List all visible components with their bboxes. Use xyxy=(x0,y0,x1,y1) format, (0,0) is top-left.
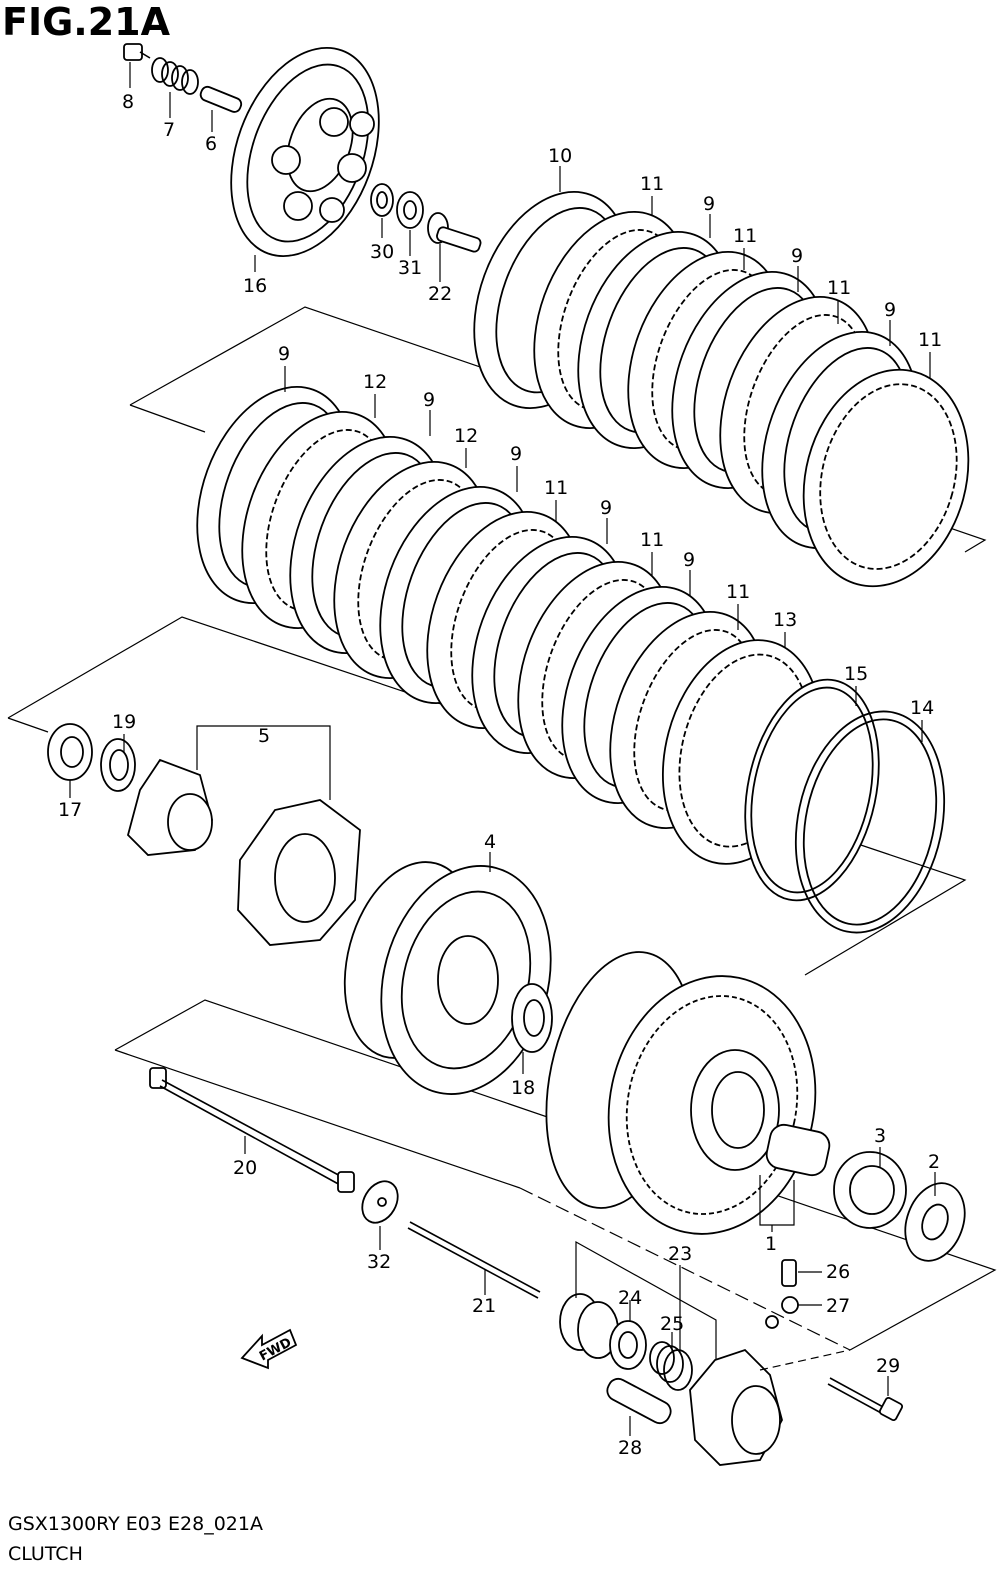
driven-plate-11-d xyxy=(802,368,970,588)
callout-19: 19 xyxy=(112,711,136,733)
callout-11-d: 11 xyxy=(918,329,942,351)
washer-19 xyxy=(100,738,136,792)
oil-seal-32 xyxy=(361,1180,399,1224)
callout-25: 25 xyxy=(660,1313,684,1335)
push-rod-21 xyxy=(407,1221,541,1299)
leader-lines xyxy=(69,62,936,1436)
callout-29: 29 xyxy=(876,1355,900,1377)
washer-30 xyxy=(370,183,394,217)
callout-10: 10 xyxy=(548,145,572,167)
callout-11-a: 11 xyxy=(640,173,664,195)
spring-7 xyxy=(151,57,199,95)
callout-1: 1 xyxy=(765,1233,777,1255)
cam-5-b xyxy=(237,799,361,946)
bleeder-26 xyxy=(781,1259,797,1287)
push-piece-22 xyxy=(427,212,482,253)
callout-3: 3 xyxy=(874,1125,886,1147)
callout-32: 32 xyxy=(367,1251,391,1273)
callout-26: 26 xyxy=(826,1261,850,1283)
callout-22: 22 xyxy=(428,283,452,305)
callout-11-f: 11 xyxy=(640,529,664,551)
callout-24: 24 xyxy=(618,1287,642,1309)
callout-12-b: 12 xyxy=(454,425,478,447)
piston-24 xyxy=(559,1293,619,1359)
bolt-29 xyxy=(827,1377,904,1422)
thrust-washer-18 xyxy=(511,983,553,1053)
spring-25 xyxy=(649,1341,693,1391)
callout-9-h: 9 xyxy=(683,549,695,571)
callout-9-f: 9 xyxy=(510,443,522,465)
forward-direction-arrow: FWD xyxy=(240,1328,298,1370)
nut-17 xyxy=(47,723,93,781)
callout-9-g: 9 xyxy=(600,497,612,519)
callout-13: 13 xyxy=(773,609,797,631)
callout-15: 15 xyxy=(844,663,868,685)
callout-9-b: 9 xyxy=(791,245,803,267)
callout-30: 30 xyxy=(370,241,394,263)
callout-7: 7 xyxy=(163,119,175,141)
primary-driven-gear-1 xyxy=(545,951,817,1235)
dowel-pin-28 xyxy=(606,1377,672,1425)
callout-14: 14 xyxy=(910,697,934,719)
push-rod-20 xyxy=(149,1067,355,1193)
cam-5-a xyxy=(126,758,213,856)
bearing-31 xyxy=(396,191,424,229)
cap-27 xyxy=(765,1296,799,1329)
callout-27: 27 xyxy=(826,1295,850,1317)
callout-11-c: 11 xyxy=(827,277,851,299)
callout-9-a: 9 xyxy=(703,193,715,215)
section-name: CLUTCH xyxy=(8,1543,83,1565)
spring-pin-6 xyxy=(199,85,243,113)
callout-9-d: 9 xyxy=(278,343,290,365)
callout-9-e: 9 xyxy=(423,389,435,411)
spring-seat-14 xyxy=(794,710,946,934)
callout-2: 2 xyxy=(928,1151,940,1173)
callout-5: 5 xyxy=(258,725,270,747)
callout-17: 17 xyxy=(58,799,82,821)
callout-20: 20 xyxy=(233,1157,257,1179)
plate-group-outline-upper-left xyxy=(129,404,206,433)
plate-group-outline-lower-left xyxy=(114,1049,521,1189)
callout-8: 8 xyxy=(122,91,134,113)
seal-24b xyxy=(609,1320,647,1370)
callout-9-c: 9 xyxy=(884,299,896,321)
figure-title: FIG.21A xyxy=(2,0,171,44)
callout-6: 6 xyxy=(205,133,217,155)
thrust-washer-2 xyxy=(904,1182,966,1262)
callout-11-b: 11 xyxy=(733,225,757,247)
model-code: GSX1300RY E03 E28_021A xyxy=(8,1513,263,1535)
clutch-hub-4 xyxy=(343,861,552,1095)
callout-28: 28 xyxy=(618,1437,642,1459)
callout-11-e: 11 xyxy=(544,477,568,499)
callout-16: 16 xyxy=(243,275,267,297)
callout-4: 4 xyxy=(484,831,496,853)
callout-12-a: 12 xyxy=(363,371,387,393)
callout-labels: 8 7 6 16 30 31 22 10 11 9 11 9 11 9 11 9… xyxy=(58,91,942,1459)
spacer-1b xyxy=(765,1123,831,1177)
callout-31: 31 xyxy=(398,257,422,279)
plate-group-outline-middle-left xyxy=(7,717,49,733)
clutch-release-cylinder-23 xyxy=(689,1348,783,1466)
callout-11-g: 11 xyxy=(726,581,750,603)
needle-bearing-3 xyxy=(833,1151,907,1229)
bolt-8 xyxy=(123,43,151,61)
callout-21: 21 xyxy=(472,1295,496,1317)
callout-23: 23 xyxy=(668,1243,692,1265)
release-group-dashed-line xyxy=(519,1187,851,1351)
callout-18: 18 xyxy=(511,1077,535,1099)
pressure-plate-16 xyxy=(230,46,380,258)
